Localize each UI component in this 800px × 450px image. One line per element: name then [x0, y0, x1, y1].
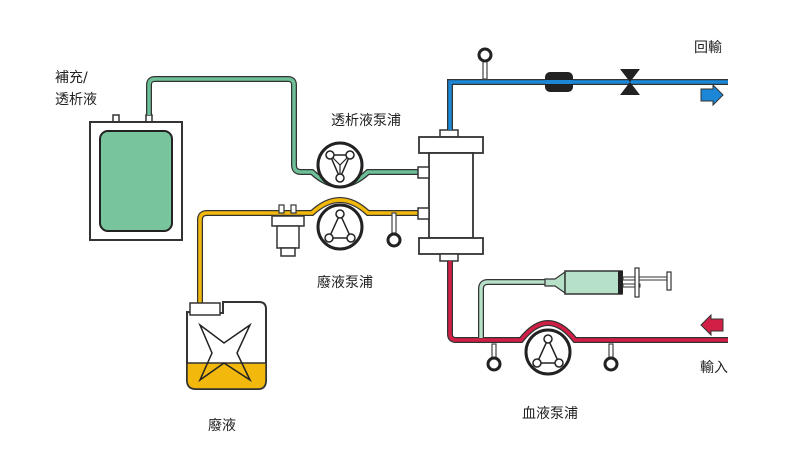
label-return: 回輸 — [694, 40, 722, 56]
heparin-line — [478, 279, 545, 338]
heparin-syringe — [544, 267, 672, 298]
label-dialysate-supply-line2: 透析液 — [55, 92, 97, 108]
label-dialysate-supply-line1: 補充/ — [55, 70, 88, 86]
label-blood-pump: 血液泵浦 — [522, 406, 578, 422]
arterial-pressure-sensor — [486, 343, 502, 372]
dialysate-line — [146, 76, 420, 188]
waste-pump — [316, 203, 364, 251]
blood-line — [447, 261, 728, 343]
label-dialysate-pump: 透析液泵浦 — [331, 113, 401, 129]
dialyzer — [417, 129, 484, 262]
waste-line — [197, 197, 420, 305]
return-line — [447, 47, 728, 130]
waste-container — [186, 301, 267, 390]
dialysate-pump — [316, 141, 364, 189]
return-arrow-icon — [700, 83, 724, 107]
blood-pump — [524, 328, 572, 376]
label-waste: 廢液 — [208, 417, 236, 434]
waste-filter — [271, 204, 305, 257]
inlet-arrow-icon — [700, 313, 724, 337]
venous-pressure-sensor — [603, 343, 619, 372]
waste-pressure-sensor — [386, 212, 402, 248]
label-waste-pump: 廢液泵浦 — [317, 274, 373, 291]
label-inlet: 輸入 — [700, 360, 728, 376]
dialysate-supply-container — [89, 114, 183, 241]
